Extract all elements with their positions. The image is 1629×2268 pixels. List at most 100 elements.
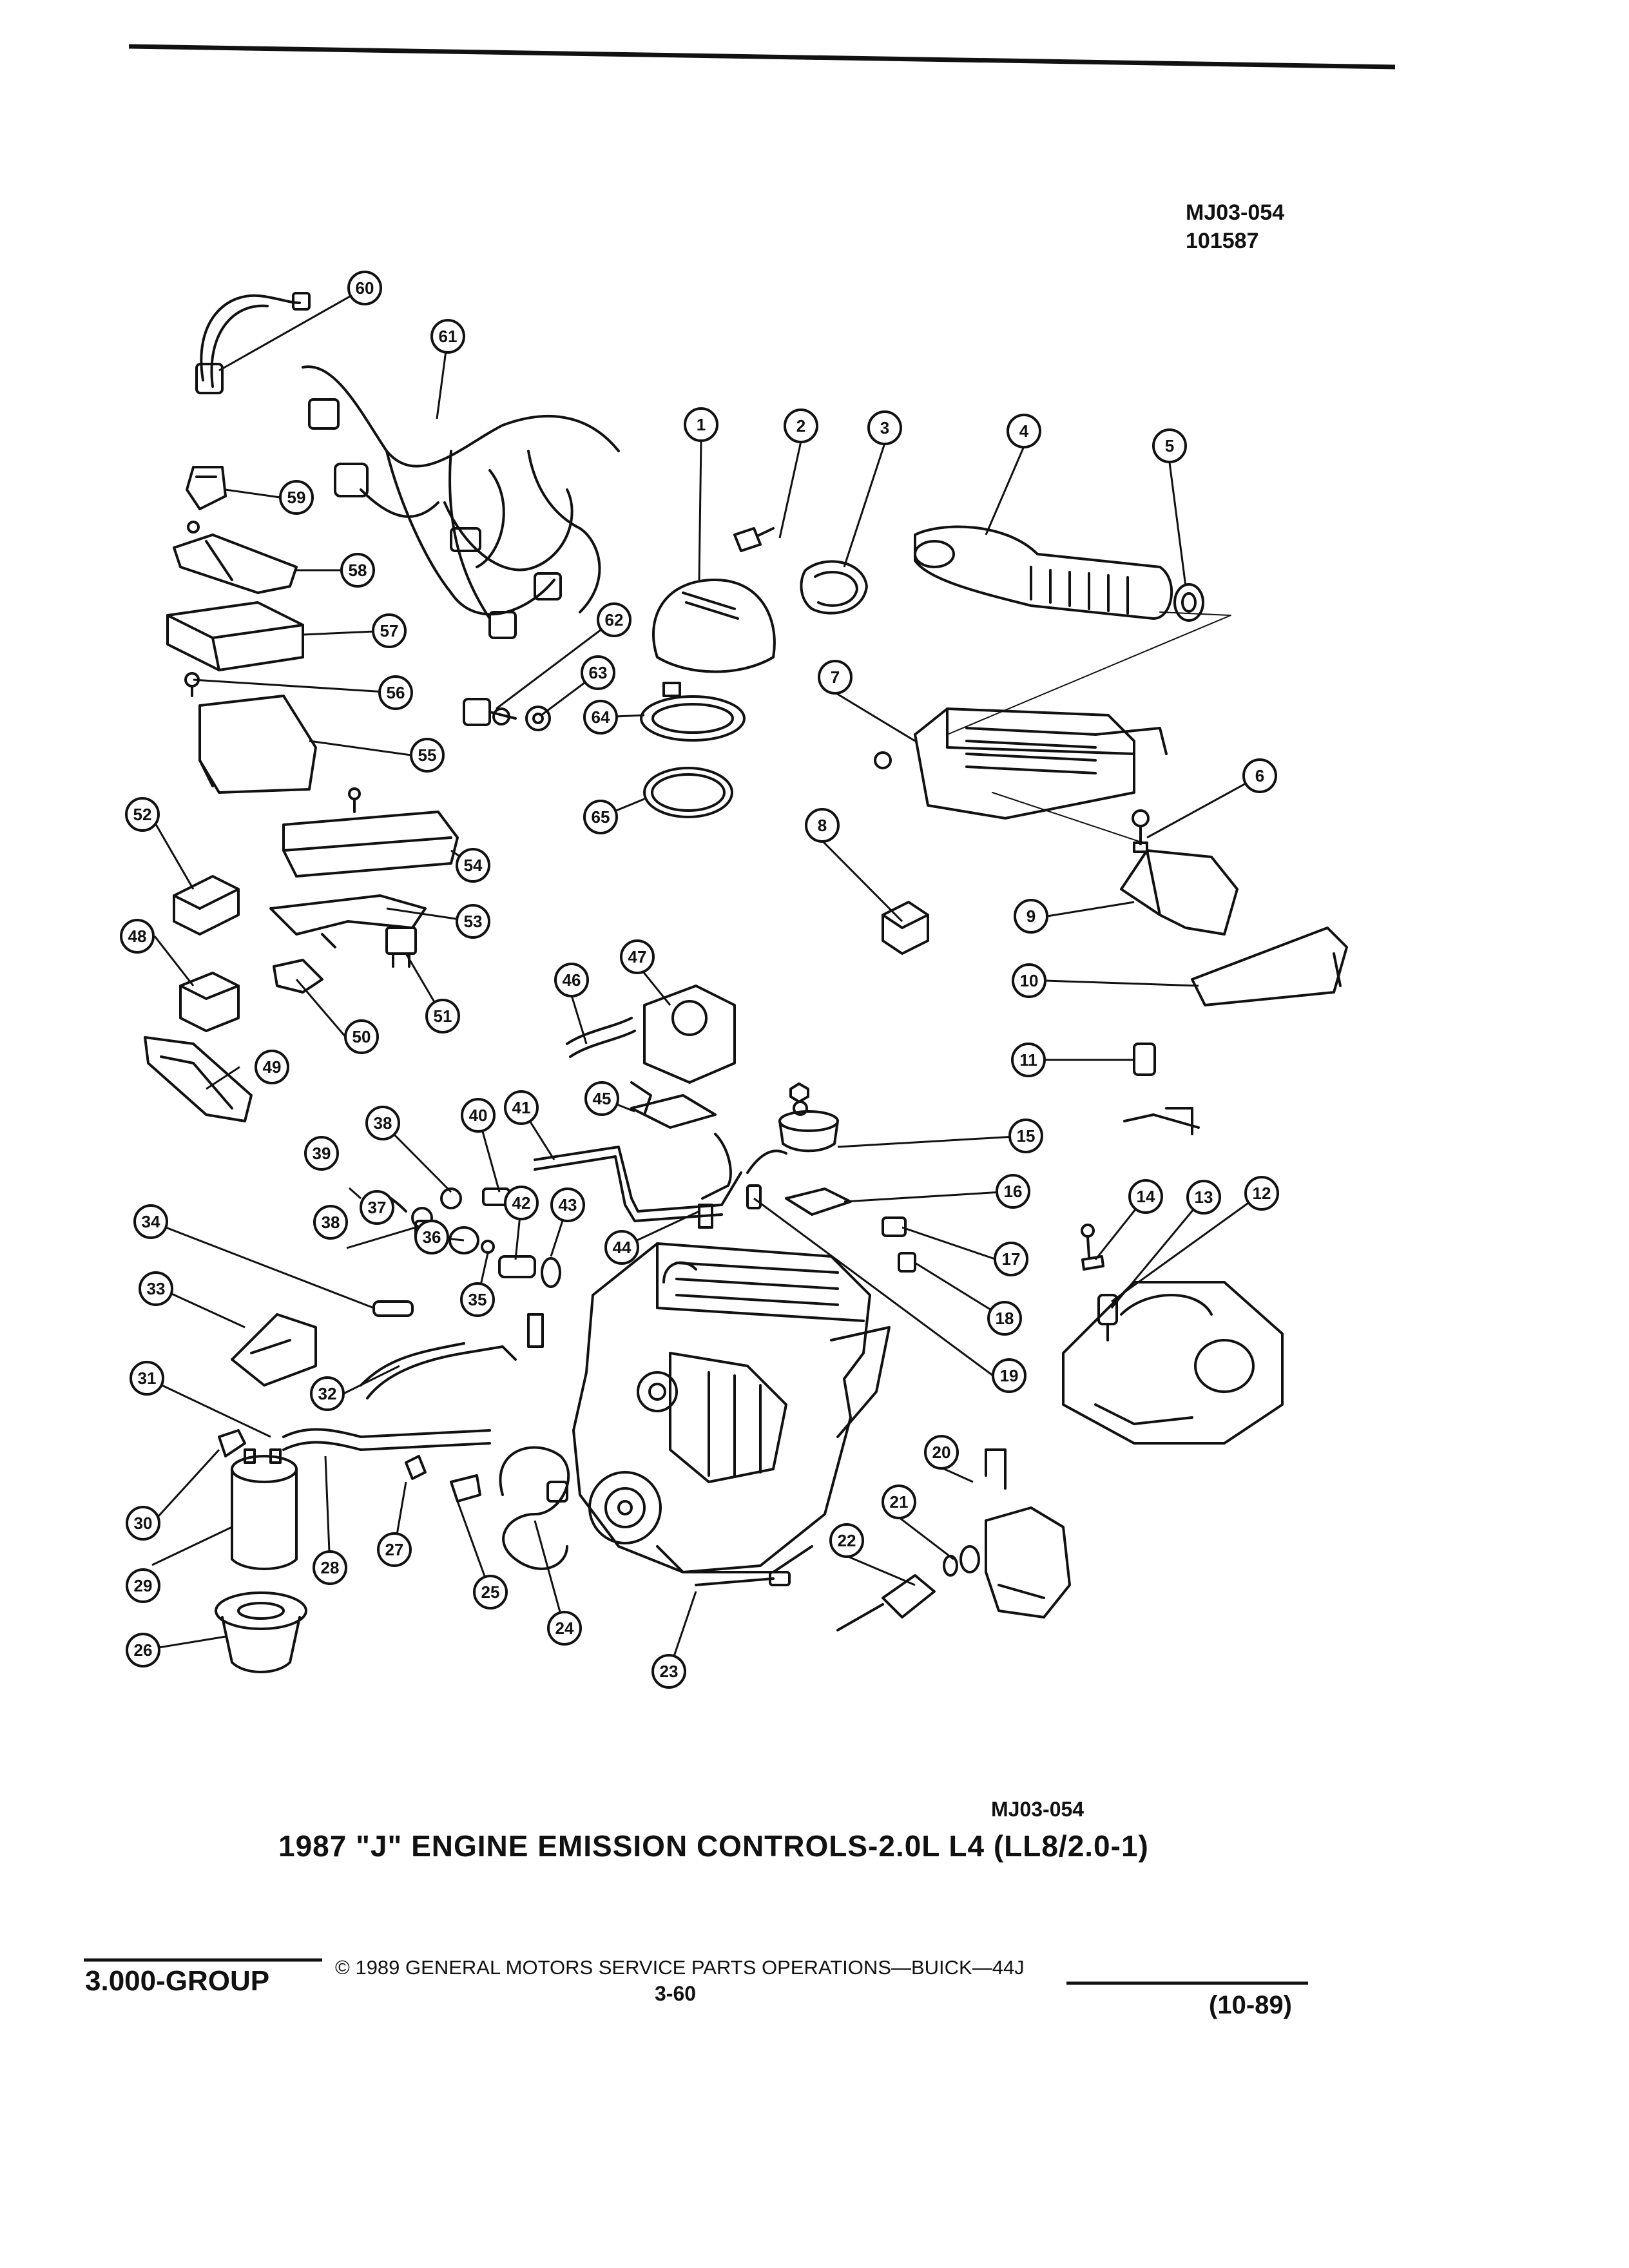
part-59-bracket xyxy=(186,466,227,510)
callout-6: 6 xyxy=(1255,766,1264,785)
part-4-intake-duct xyxy=(914,525,1173,620)
callout-25: 25 xyxy=(481,1582,500,1602)
part-62-sensor xyxy=(463,698,517,726)
part-23-oxygen-sensor xyxy=(695,1571,791,1586)
part-33-housing xyxy=(231,1313,317,1387)
callout-52: 52 xyxy=(133,805,152,824)
part-45-gasket xyxy=(630,1094,717,1129)
callout-48: 48 xyxy=(128,927,147,946)
callout-4: 4 xyxy=(1019,421,1029,441)
part-22-sensor xyxy=(836,1574,936,1631)
part-32-hose xyxy=(360,1342,517,1399)
part-30-bracket xyxy=(218,1429,246,1457)
callout-14: 14 xyxy=(1137,1187,1155,1206)
part-1-air-cleaner-cover xyxy=(652,579,776,673)
callout-31: 31 xyxy=(138,1369,157,1388)
part-32-fitting xyxy=(527,1313,544,1348)
part-8-relay xyxy=(882,901,929,955)
callout-63: 63 xyxy=(589,663,608,682)
callout-40: 40 xyxy=(469,1106,488,1125)
part-15-egr-valve xyxy=(778,1100,839,1153)
part-48-relay xyxy=(179,972,240,1032)
part-31-hose xyxy=(282,1428,491,1451)
callout-3: 3 xyxy=(880,418,889,437)
callout-9: 9 xyxy=(1027,907,1036,926)
part-25-bracket xyxy=(450,1474,481,1503)
part-3-seal xyxy=(800,560,868,615)
revision-date: (10-89) xyxy=(1209,1991,1292,2019)
part-27-clip xyxy=(405,1455,427,1480)
callout-53: 53 xyxy=(464,912,483,931)
part-34-sensor xyxy=(372,1300,414,1317)
part-53-bracket xyxy=(269,894,427,948)
top-rule xyxy=(128,44,1396,70)
part-41-pipe xyxy=(534,1146,742,1222)
part-36-gasket xyxy=(448,1226,479,1254)
part-35-washer xyxy=(481,1240,495,1254)
callout-49: 49 xyxy=(263,1057,282,1077)
callout-18: 18 xyxy=(996,1309,1014,1328)
callout-32: 32 xyxy=(318,1384,337,1403)
part-24-harness xyxy=(499,1446,570,1570)
callout-24: 24 xyxy=(555,1619,574,1638)
assembly-line-air xyxy=(947,611,1231,845)
part-63-nut xyxy=(525,706,551,731)
nut xyxy=(789,1082,809,1103)
callout-2: 2 xyxy=(796,416,805,436)
callout-44: 44 xyxy=(613,1238,631,1257)
callout-22: 22 xyxy=(838,1531,856,1550)
caption-code: MJ03-054 xyxy=(991,1798,1084,1821)
callout-36: 36 xyxy=(423,1227,441,1247)
callout-33: 33 xyxy=(147,1279,166,1298)
part-12-transaxle xyxy=(1062,1281,1284,1445)
callout-23: 23 xyxy=(660,1662,679,1681)
callout-10: 10 xyxy=(1020,971,1039,990)
callout-45: 45 xyxy=(593,1089,612,1108)
callout-51: 51 xyxy=(434,1006,452,1026)
part-43-o-ring xyxy=(541,1257,561,1288)
page-number: 3-60 xyxy=(655,1982,697,2005)
callout-65: 65 xyxy=(592,807,610,827)
callout-42: 42 xyxy=(512,1193,531,1213)
part-52-sensor xyxy=(173,875,240,936)
callout-17: 17 xyxy=(1002,1249,1021,1269)
part-47-throttle-body xyxy=(630,985,736,1116)
callout-bubbles xyxy=(120,271,1279,1689)
callout-8: 8 xyxy=(818,816,827,835)
callout-39: 39 xyxy=(313,1144,331,1163)
part-21-seal xyxy=(943,1545,980,1577)
callout-30: 30 xyxy=(134,1514,153,1533)
part-10-shield xyxy=(1191,927,1348,1006)
callout-27: 27 xyxy=(385,1540,404,1559)
callout-62: 62 xyxy=(605,610,624,629)
callout-57: 57 xyxy=(380,621,399,640)
footer-copyright: © 1989 GENERAL MOTORS SERVICE PARTS OPER… xyxy=(335,1956,1025,1979)
callout-12: 12 xyxy=(1253,1184,1271,1203)
callout-56: 56 xyxy=(387,683,405,702)
part-19-fitting xyxy=(746,1184,762,1209)
callout-60: 60 xyxy=(356,278,374,298)
callout-11: 11 xyxy=(1019,1050,1037,1070)
callout-5: 5 xyxy=(1165,436,1174,456)
callout-19: 19 xyxy=(1000,1366,1019,1385)
part-49-bracket xyxy=(144,1036,253,1122)
callout-61: 61 xyxy=(439,327,458,346)
part-11-sensor xyxy=(1123,1043,1200,1135)
fuel-pump-housing xyxy=(985,1506,1071,1619)
part-18-sensor xyxy=(898,1252,916,1273)
callout-21: 21 xyxy=(890,1492,909,1512)
callout-41: 41 xyxy=(512,1098,531,1117)
callout-55: 55 xyxy=(418,745,437,765)
callout-50: 50 xyxy=(352,1027,371,1046)
callout-38: 38 xyxy=(322,1213,340,1232)
callout-34: 34 xyxy=(142,1212,160,1231)
part-54-cover xyxy=(282,787,459,878)
part-64-clamp xyxy=(640,682,746,742)
callout-13: 13 xyxy=(1195,1187,1213,1207)
part-61-wiring-harness xyxy=(302,365,620,639)
part-57-ecm xyxy=(166,601,304,671)
callout-43: 43 xyxy=(559,1195,577,1215)
callout-15: 15 xyxy=(1017,1126,1036,1146)
